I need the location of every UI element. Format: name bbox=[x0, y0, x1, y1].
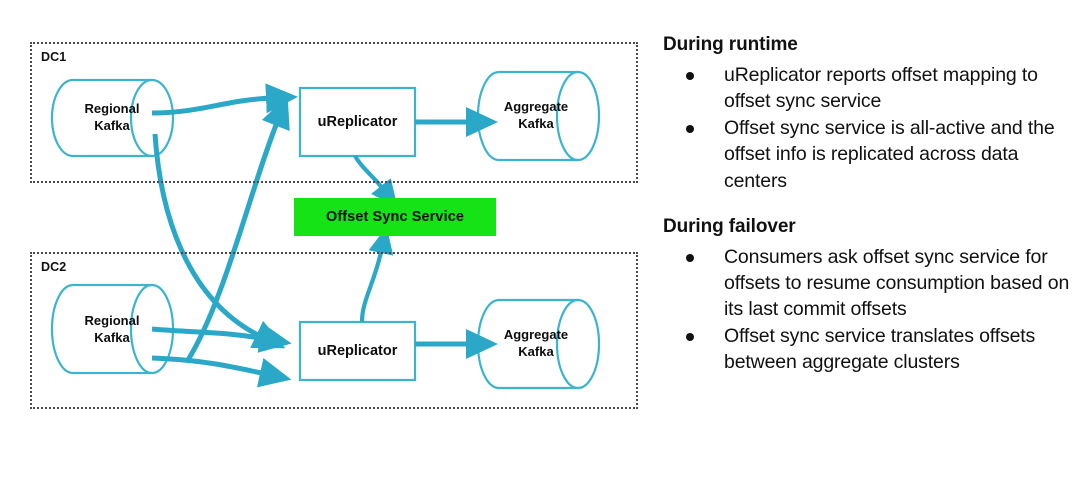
failover-bullet-list: Consumers ask offset sync service for of… bbox=[658, 244, 1080, 376]
edge-rk1-to-ur2 bbox=[152, 133, 286, 349]
edge-ur2-to-oss bbox=[359, 226, 394, 323]
section-runtime-heading: During runtime bbox=[663, 34, 798, 55]
dc2-label: DC2 bbox=[41, 260, 67, 274]
bullet-dot-icon bbox=[686, 72, 694, 80]
dc1-aggregate-kafka-shape bbox=[476, 70, 601, 162]
dc1-regional-kafka-shape bbox=[50, 78, 175, 158]
section-during-failover: During failover Consumers ask offset syn… bbox=[658, 216, 1080, 376]
bullet-text: Offset sync service is all-active and th… bbox=[724, 117, 1055, 192]
architecture-diagram: DC1 DC2 Regional Kafka uReplicator Aggre… bbox=[30, 42, 638, 409]
bullet-text: Offset sync service translates offsets b… bbox=[724, 325, 1036, 374]
list-item: Consumers ask offset sync service for of… bbox=[658, 244, 1080, 322]
edge-rk2-to-ur2-b bbox=[151, 355, 292, 388]
explanation-panel: During runtime uReplicator reports offse… bbox=[658, 0, 1080, 490]
edge-rk2-to-ur1 bbox=[185, 95, 290, 362]
section-during-runtime: During runtime uReplicator reports offse… bbox=[658, 34, 1080, 194]
runtime-bullet-list: uReplicator reports offset mapping to of… bbox=[658, 62, 1080, 194]
list-item: Offset sync service translates offsets b… bbox=[658, 323, 1080, 375]
list-item: uReplicator reports offset mapping to of… bbox=[658, 62, 1080, 114]
list-item: Offset sync service is all-active and th… bbox=[658, 115, 1080, 193]
dc1-panel: DC1 bbox=[30, 42, 638, 183]
offset-sync-service-box: Offset Sync Service bbox=[294, 198, 496, 236]
section-failover-heading: During failover bbox=[663, 215, 796, 237]
bullet-dot-icon bbox=[686, 125, 694, 134]
diagram-canvas bbox=[50, 70, 601, 390]
dc2-aggregate-kafka-shape bbox=[476, 298, 601, 390]
dc2-regional-kafka-shape bbox=[50, 283, 175, 375]
dc1-label: DC1 bbox=[41, 50, 67, 64]
bullet-dot-icon bbox=[686, 333, 694, 341]
edge-rk1-to-ur1 bbox=[151, 83, 298, 116]
bullet-text: uReplicator reports offset mapping to of… bbox=[724, 64, 1038, 113]
bullet-text: Consumers ask offset sync service for of… bbox=[724, 245, 1070, 320]
bullet-dot-icon bbox=[686, 253, 694, 262]
offset-sync-service-label: Offset Sync Service bbox=[325, 209, 465, 225]
dc2-ureplicator-shape bbox=[298, 320, 417, 382]
edge-ur1-to-oss bbox=[353, 154, 398, 208]
dc2-panel: DC2 bbox=[30, 252, 638, 409]
